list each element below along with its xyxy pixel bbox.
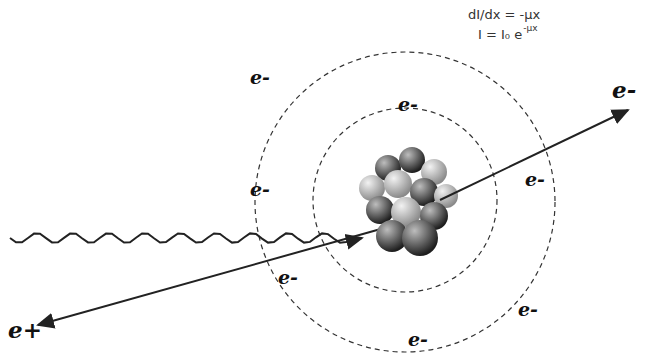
rate-equation: dI/dx = -μx [468, 8, 540, 21]
electron-label: e- [278, 268, 298, 287]
electron-label: e- [398, 95, 418, 114]
emitted-electron-label: e- [612, 78, 636, 101]
electron-track [440, 110, 628, 200]
electron-label: e- [525, 170, 545, 189]
positron-label: e+ [8, 318, 42, 341]
positron-track [38, 225, 395, 325]
nucleus [359, 147, 458, 256]
outer-shell [255, 52, 555, 352]
electron-label: e- [250, 68, 270, 87]
photon-wave [10, 233, 362, 242]
electron-label: e- [250, 180, 270, 199]
electron-label: e- [408, 330, 428, 349]
attenuation-equation: I = I₀ e [478, 28, 522, 41]
exponent: -μx [523, 24, 537, 33]
electron-label: e- [518, 300, 538, 319]
inner-shell [313, 108, 497, 292]
